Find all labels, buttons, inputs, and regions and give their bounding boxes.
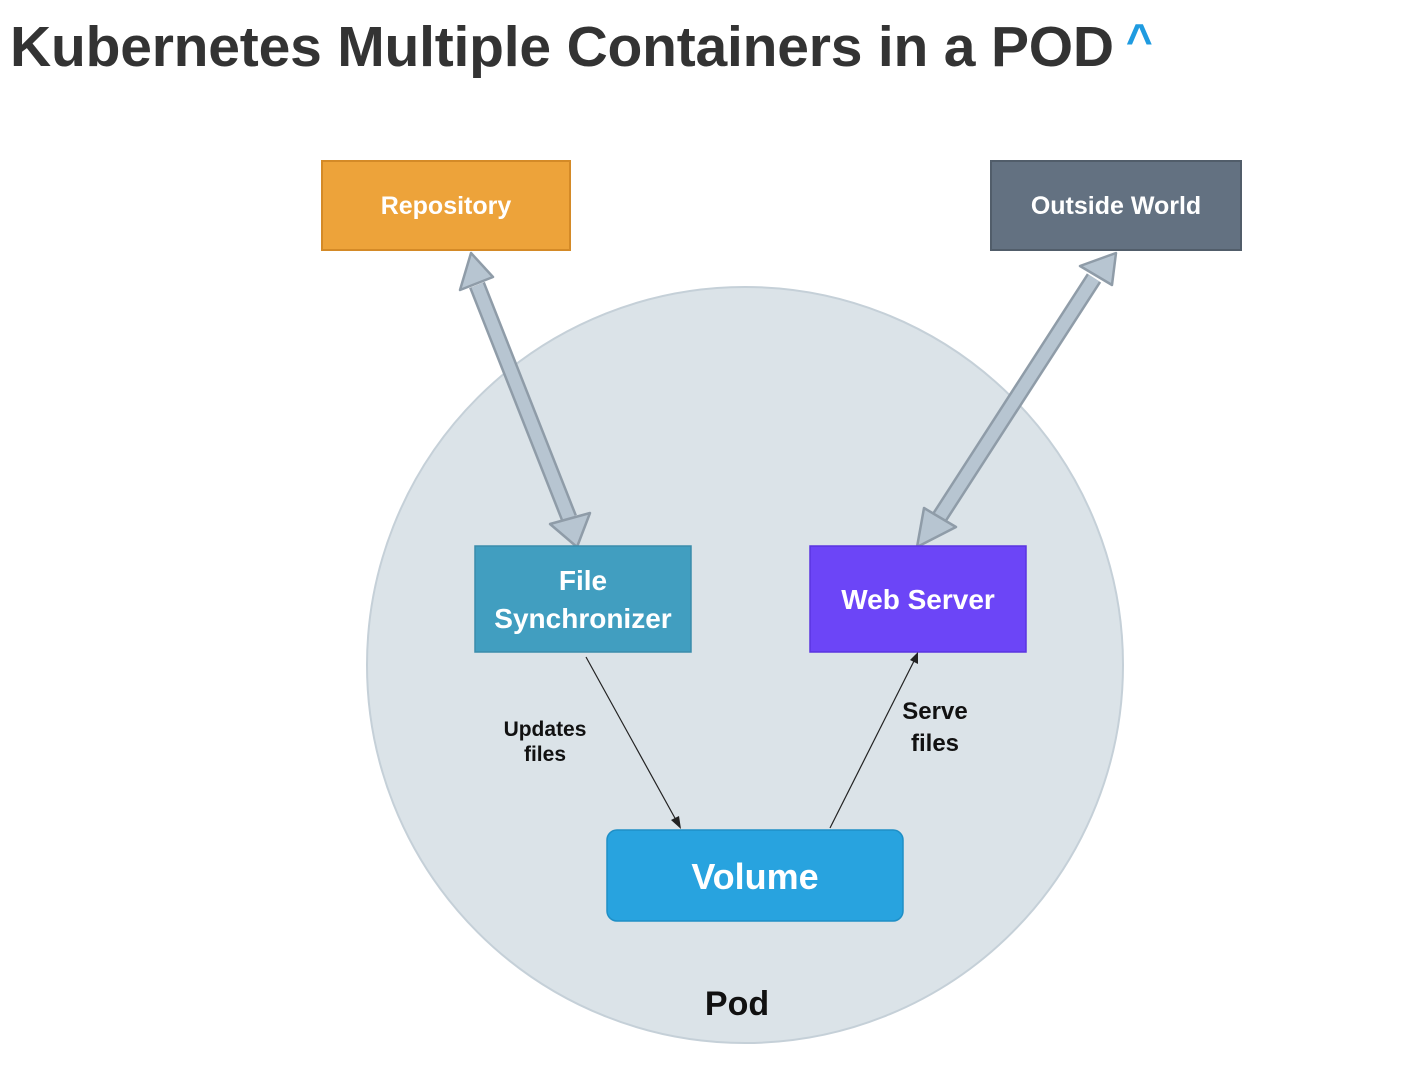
outside-world-label: Outside World	[1031, 192, 1201, 220]
serve-files-arrow	[829, 652, 918, 829]
serve-files-label-line-2: files	[911, 730, 959, 757]
outside-webserver-double-arrow	[915, 251, 1118, 549]
updates-files-label-line-1: Updates	[504, 718, 587, 741]
back-to-top-link[interactable]: ^	[1125, 14, 1153, 66]
page-title: Kubernetes Multiple Containers in a POD^	[10, 14, 1153, 80]
outside-world-box	[990, 160, 1242, 251]
volume-label: Volume	[691, 856, 818, 897]
file-synchronizer-box	[474, 545, 692, 653]
file-synchronizer-label-line-1: File	[559, 565, 607, 596]
updates-files-arrow	[585, 656, 681, 829]
repository-label: Repository	[381, 192, 512, 220]
web-server-label: Web Server	[841, 584, 995, 615]
serve-files-label-line-1: Serve	[902, 698, 967, 725]
repository-box	[321, 160, 571, 251]
page-title-text: Kubernetes Multiple Containers in a POD	[10, 15, 1114, 79]
updates-files-label-line-2: files	[524, 743, 566, 766]
repository-sync-double-arrow	[458, 251, 592, 549]
web-server-box	[809, 545, 1027, 653]
volume-box	[606, 829, 904, 922]
pod-label: Pod	[705, 985, 769, 1023]
file-synchronizer-label-line-2: Synchronizer	[494, 603, 671, 634]
